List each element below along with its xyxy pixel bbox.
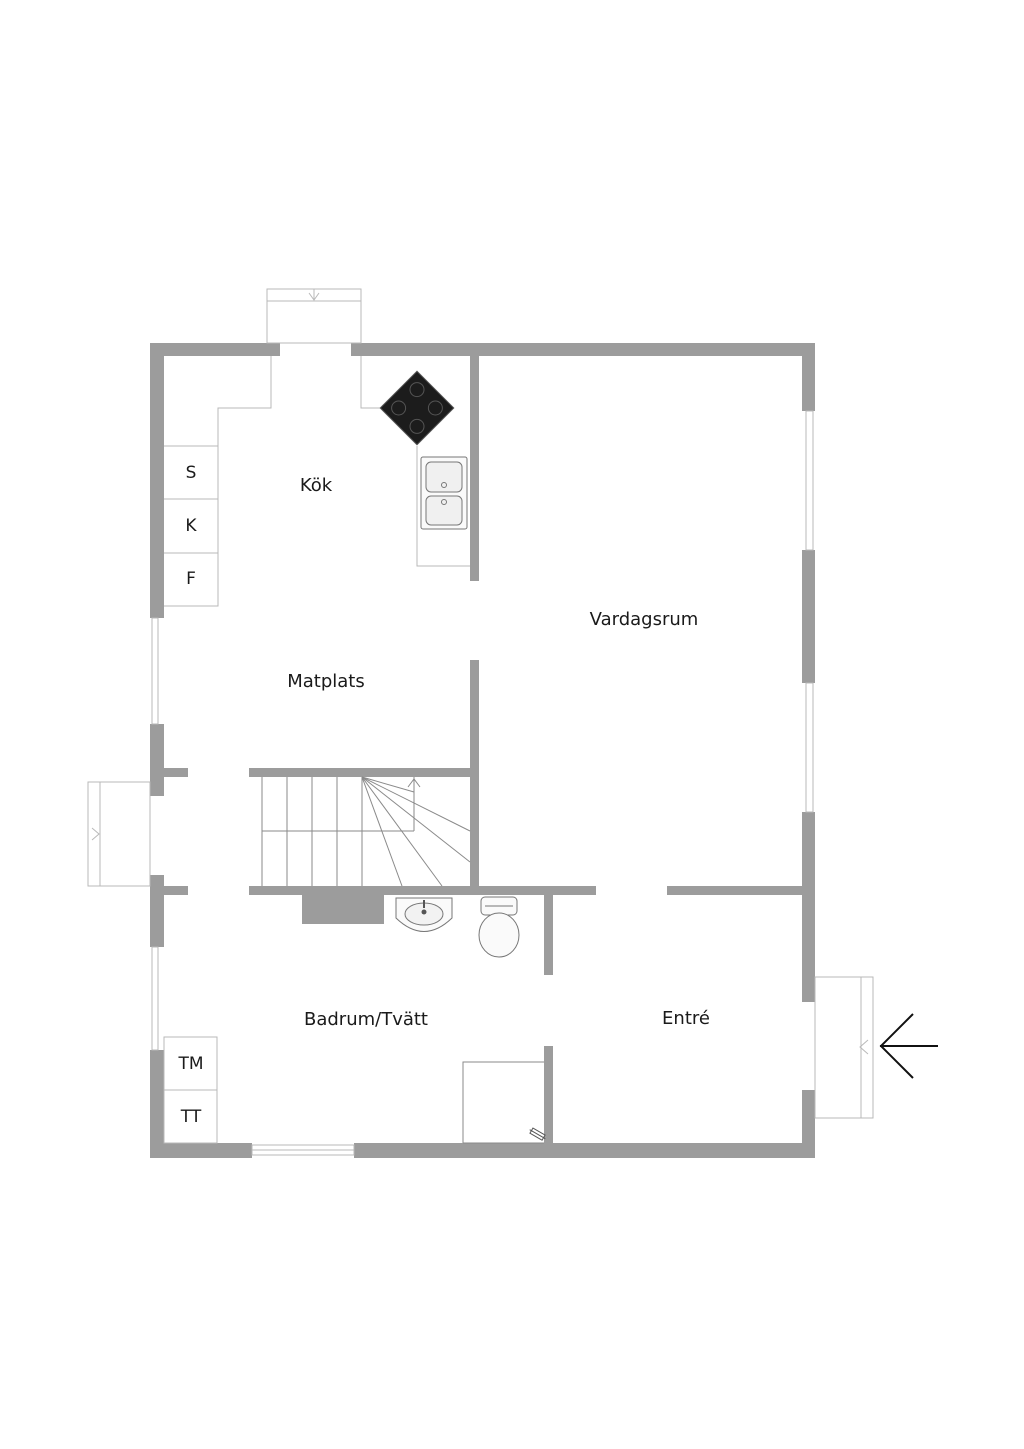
room-label-badrum: Badrum/Tvätt [304,1009,428,1030]
windows [151,410,814,1156]
room-label-kok: Kök [300,475,333,496]
room-label-entre: Entré [662,1008,710,1029]
appliance-label-f: F [186,569,196,589]
entrance-arrow-icon [879,1013,938,1079]
room-label-matplats: Matplats [287,671,365,692]
toilet-icon [478,896,520,958]
staircase [261,776,471,887]
appliance-label-tt: TT [180,1107,202,1127]
kitchen-counters [164,356,470,607]
exterior-steps [87,288,874,1119]
laundry-units [163,1036,218,1144]
appliance-label-s: S [186,463,197,483]
room-label-vardagsrum: Vardagsrum [590,609,699,630]
exterior-walls [150,343,815,1158]
appliance-label-k: K [185,516,197,536]
appliance-labels: S K F TM TT [177,463,203,1127]
kitchen-sink-icon [420,456,468,530]
interior-walls [164,356,802,1143]
washbasin-icon [395,897,453,932]
shower-head-icon [529,1127,546,1141]
room-labels: Kök Vardagsrum Matplats Badrum/Tvätt Ent… [287,475,710,1030]
stove-icon [379,370,455,446]
appliance-label-tm: TM [177,1054,203,1074]
shower-area [462,1061,546,1144]
